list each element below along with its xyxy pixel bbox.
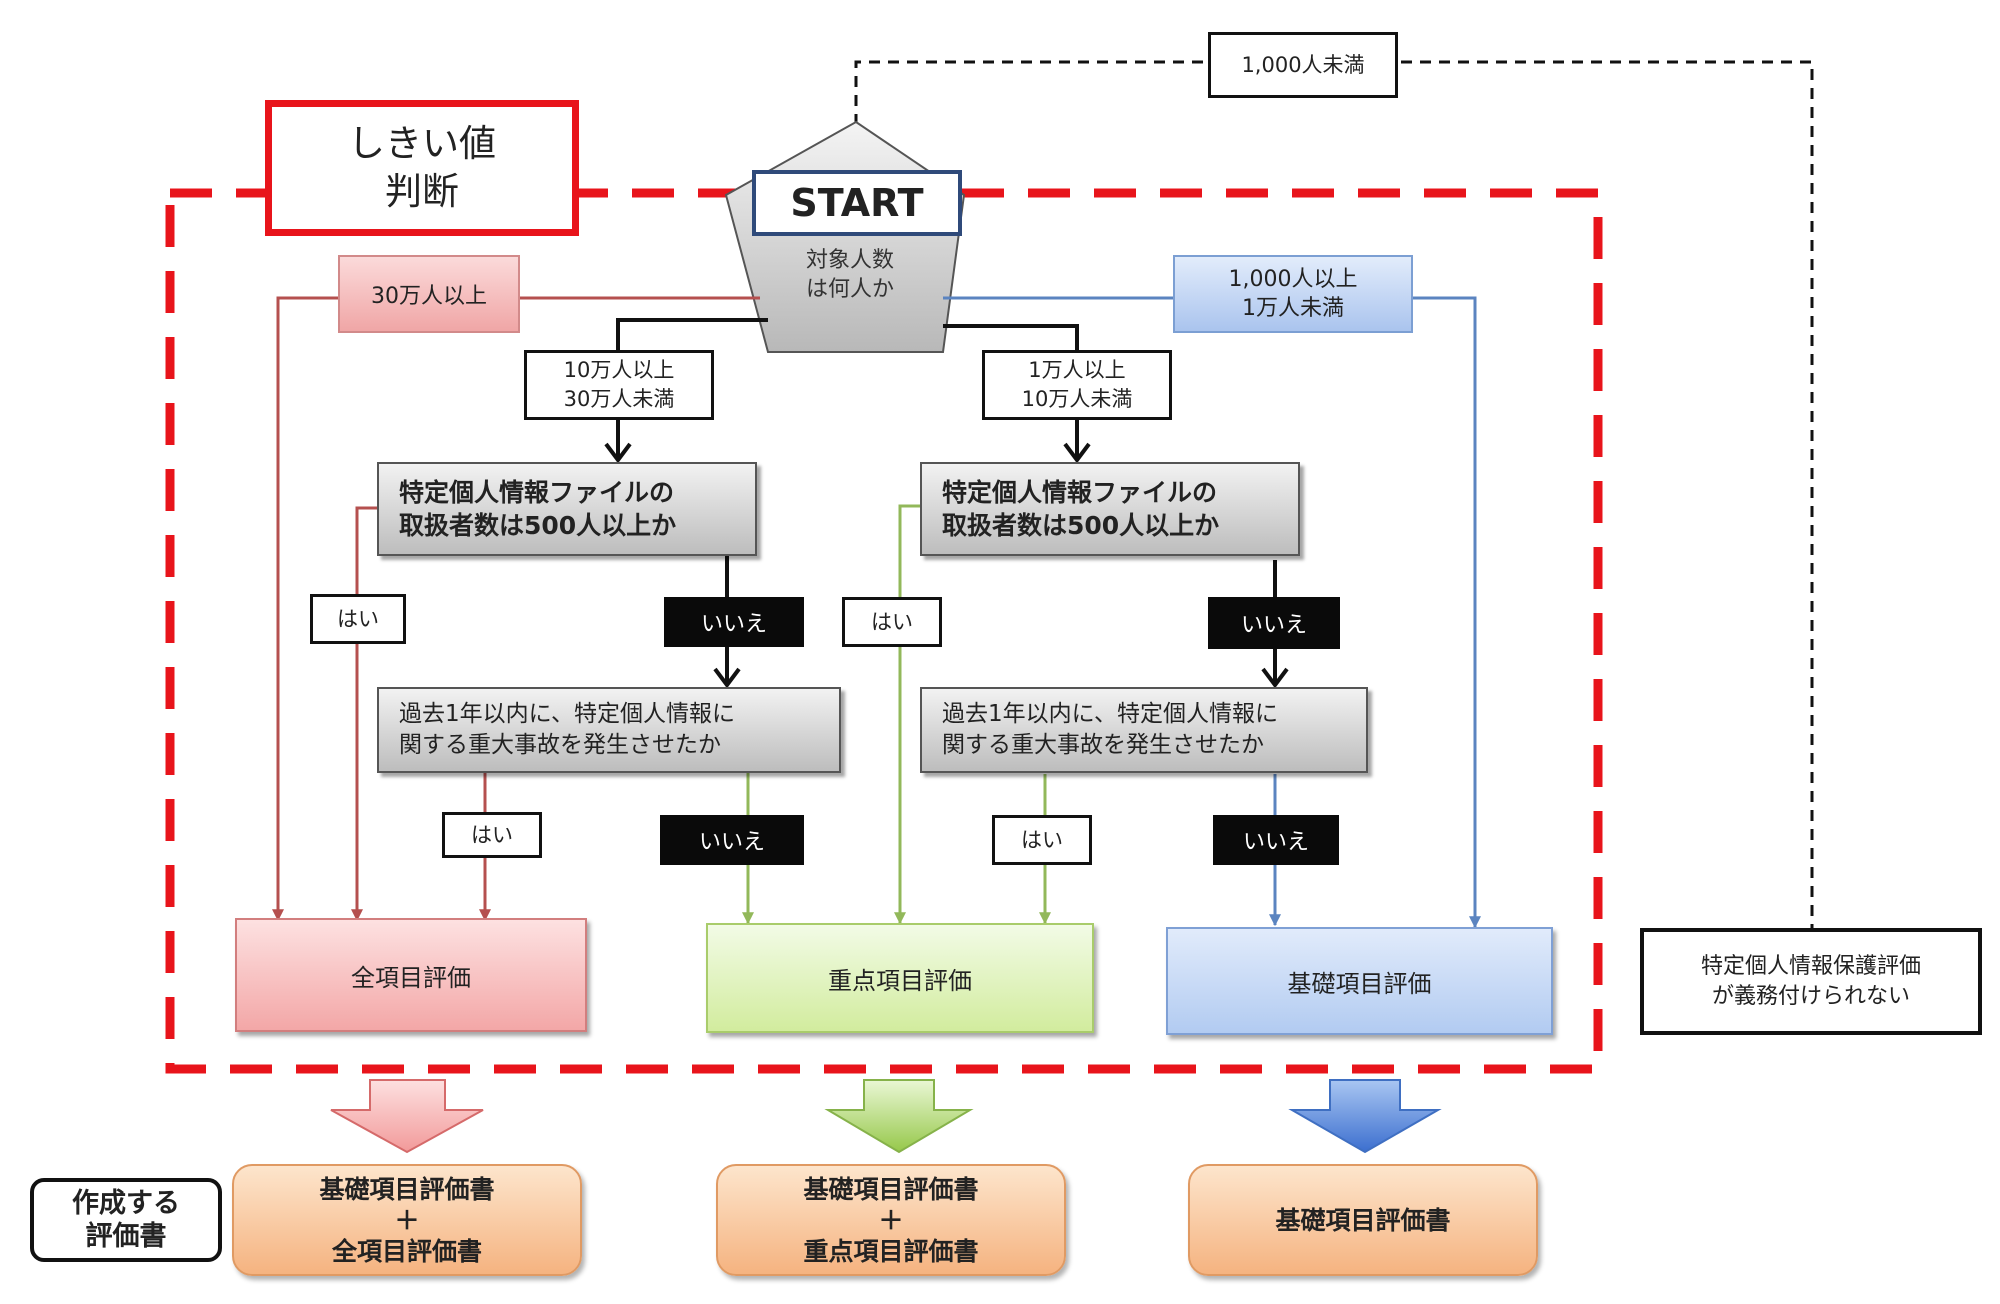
answer-yes-incident-right: はい [992, 815, 1092, 865]
answer-yes-handlers-right: はい [842, 597, 942, 647]
question-handlers-left: 特定個人情報ファイルの 取扱者数は500人以上か [377, 462, 757, 556]
branch-100k-300k: 10万人以上 30万人未満 [524, 350, 714, 420]
document-full: 基礎項目評価書 ＋ 全項目評価書 [232, 1164, 582, 1276]
result-basic: 基礎項目評価 [1166, 927, 1553, 1035]
answer-yes-handlers-left: はい [310, 594, 406, 644]
start-label: START [752, 170, 962, 236]
title-line2: 判断 [385, 170, 459, 213]
green-block-arrow [824, 1079, 974, 1154]
start-question: 対象人数 は何人か [805, 248, 894, 302]
document-basic: 基礎項目評価書 [1188, 1164, 1538, 1276]
blue-block-arrow [1288, 1079, 1442, 1154]
black-arrowhead-4 [1261, 667, 1289, 689]
title-line1: しきい値 [348, 122, 496, 165]
page-title: しきい値 判断 [265, 100, 579, 236]
black-arrowhead-2 [1063, 442, 1091, 464]
black-arrowhead-1 [604, 442, 632, 464]
result-full: 全項目評価 [235, 918, 587, 1032]
answer-no-handlers-right: いいえ [1208, 597, 1340, 649]
result-priority: 重点項目評価 [706, 923, 1094, 1033]
answer-yes-incident-left: はい [442, 812, 542, 858]
black-arrowhead-3 [713, 667, 741, 689]
red-line-handlers-yes [351, 506, 380, 922]
answer-no-handlers-left: いいえ [664, 597, 804, 647]
question-handlers-right: 特定個人情報ファイルの 取扱者数は500人以上か [920, 462, 1300, 556]
branch-over-300k: 30万人以上 [338, 255, 520, 333]
documents-label: 作成する 評価書 [30, 1178, 222, 1262]
green-line-handlers-right-yes [894, 504, 920, 925]
threshold-region [165, 188, 1603, 1074]
start-pentagon [724, 120, 966, 353]
answer-no-incident-left: いいえ [660, 815, 804, 865]
result-not-required: 特定個人情報保護評価 が義務付けられない [1640, 928, 1982, 1035]
question-incident-left: 過去1年以内に、特定個人情報に 関する重大事故を発生させたか [377, 687, 841, 773]
blue-line-1k-10k [943, 296, 1481, 929]
red-block-arrow [330, 1079, 484, 1154]
branch-10k-100k: 1万人以上 10万人未満 [982, 350, 1172, 420]
document-priority: 基礎項目評価書 ＋ 重点項目評価書 [716, 1164, 1066, 1276]
question-incident-right: 過去1年以内に、特定個人情報に 関する重大事故を発生させたか [920, 687, 1368, 773]
branch-under-1k: 1,000人未満 [1208, 32, 1398, 98]
red-line-over-300k [272, 296, 760, 922]
branch-1k-10k: 1,000人以上 1万人未満 [1173, 255, 1413, 333]
answer-no-incident-right: いいえ [1213, 815, 1339, 865]
